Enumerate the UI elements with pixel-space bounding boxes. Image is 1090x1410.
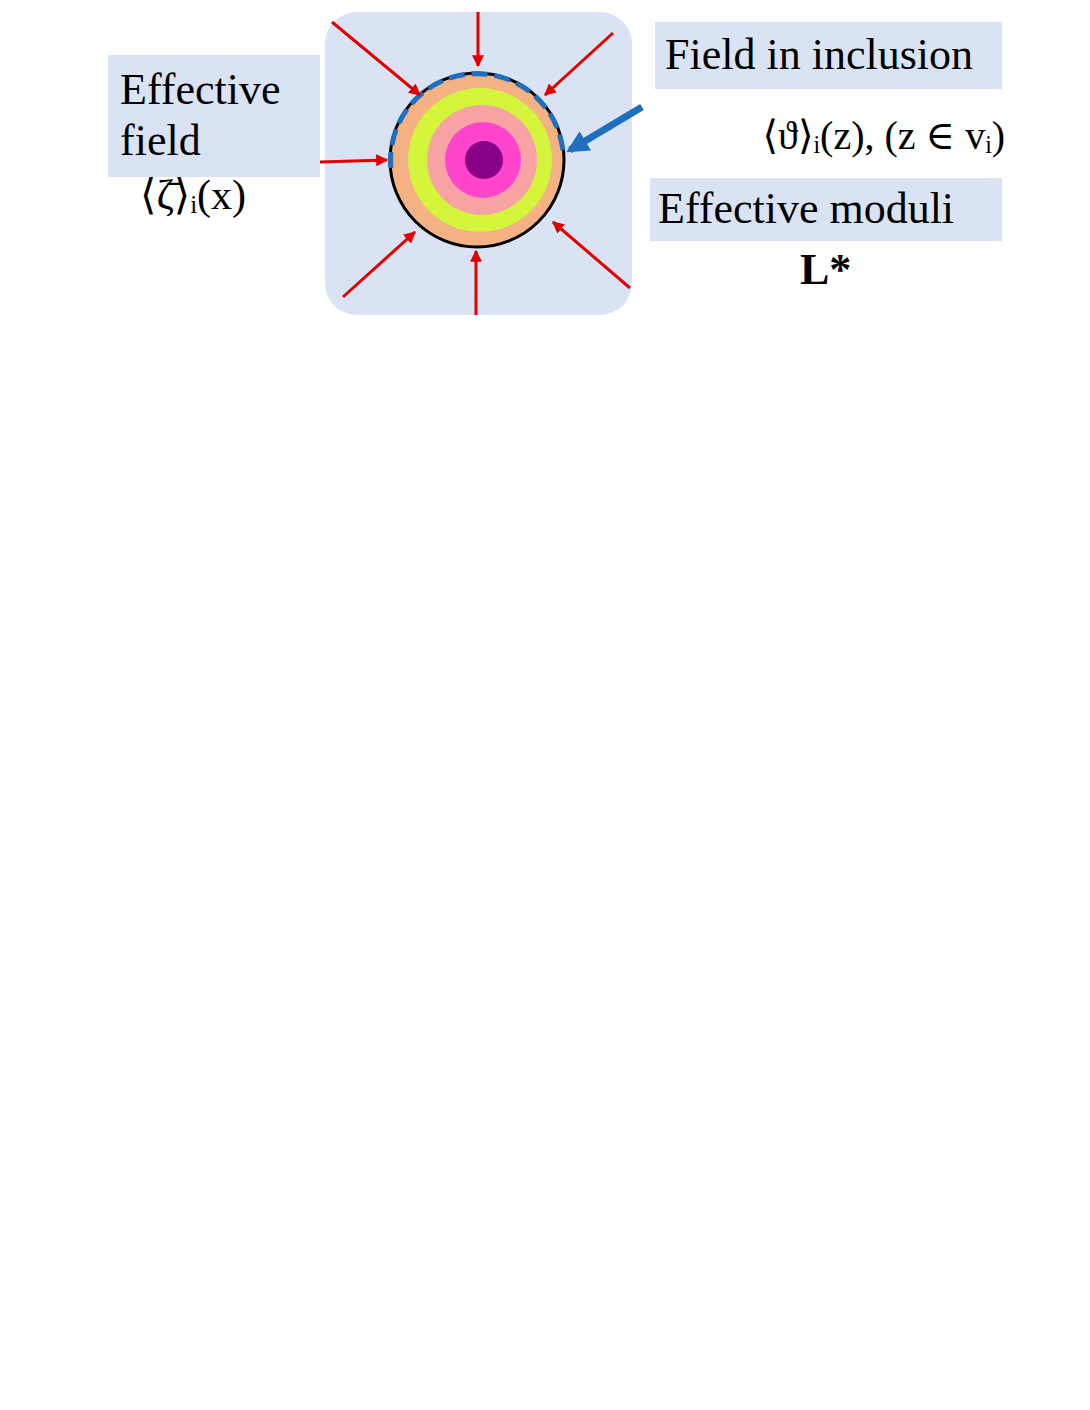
inclusion-layer xyxy=(445,122,521,198)
label-box: Field in inclusion xyxy=(655,22,1002,89)
inclusion-core xyxy=(465,141,503,179)
load-arrows xyxy=(320,12,630,315)
inclusion-layer xyxy=(408,88,552,232)
label-box: Effective moduli xyxy=(650,178,1002,241)
box-label: Effective field xyxy=(120,65,308,166)
formula-label: ⟨ϑ⟩ᵢ(z), (z ∈ vᵢ) xyxy=(763,114,1006,158)
inclusion-outer-layer xyxy=(390,73,564,247)
load-arrow xyxy=(475,251,478,315)
pointer-arrow xyxy=(570,107,642,150)
interface-dashed-arc xyxy=(391,74,563,168)
formula-label: ⟨ζ̄⟩ᵢ(x) xyxy=(140,172,246,218)
label-box: Effective field xyxy=(108,55,320,177)
load-arrow xyxy=(545,33,613,95)
load-arrow xyxy=(343,232,415,297)
load-arrow xyxy=(553,222,630,288)
formula-label: L* xyxy=(800,246,851,294)
matrix-panel xyxy=(325,12,632,315)
box-label: Effective moduli xyxy=(658,184,954,235)
inclusion-layer xyxy=(427,105,537,215)
box-label: Field in inclusion xyxy=(665,30,973,81)
load-arrow xyxy=(477,12,480,66)
load-arrow xyxy=(332,22,420,95)
load-arrow xyxy=(320,160,387,162)
